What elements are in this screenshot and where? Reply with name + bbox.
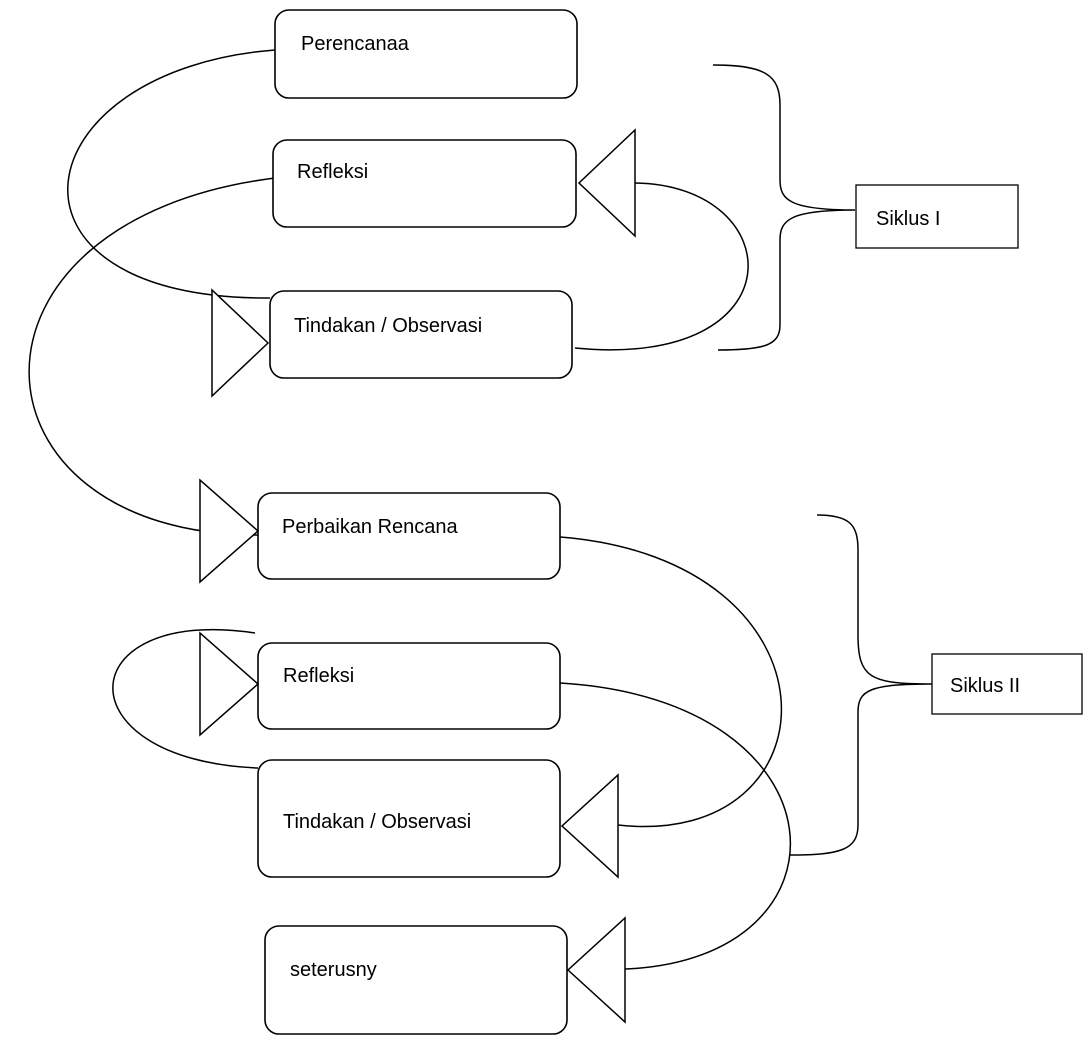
bracket-siklus-1 <box>712 64 856 351</box>
connector-reflect2-to-next <box>559 682 791 970</box>
arrowhead-into-tindakan-1 <box>211 288 270 398</box>
step-box-refleksi-2: Refleksi <box>257 642 561 730</box>
arrowhead-into-seterusnya <box>566 916 626 1024</box>
cycle-label-siklus-1-text: Siklus I <box>876 208 940 230</box>
connector-plan2-to-act2 <box>559 536 783 828</box>
connector-reflect1-to-plan2 <box>28 177 276 536</box>
step-box-tindakan-2: Tindakan / Observasi <box>257 759 561 878</box>
cycle-label-siklus-2-text: Siklus II <box>950 675 1020 697</box>
arrowhead-into-refleksi-2 <box>199 631 260 737</box>
step-label-refleksi-2: Refleksi <box>283 665 354 687</box>
bracket-siklus-2 <box>789 514 933 856</box>
connector-act2-to-reflect2 <box>112 628 259 769</box>
step-box-tindakan-1: Tindakan / Observasi <box>269 290 573 379</box>
step-label-refleksi-1: Refleksi <box>297 161 368 183</box>
step-label-seterusnya: seterusny <box>290 959 377 981</box>
step-box-seterusnya: seterusny <box>264 925 568 1035</box>
arrowhead-into-refleksi-1 <box>577 128 636 238</box>
cycle-label-siklus-1: Siklus I <box>855 184 1019 249</box>
cycle-label-siklus-2: Siklus II <box>931 653 1083 715</box>
step-label-tindakan-2: Tindakan / Observasi <box>283 811 471 833</box>
step-box-refleksi-1: Refleksi <box>272 139 577 228</box>
step-label-tindakan-1: Tindakan / Observasi <box>294 315 482 337</box>
step-box-perbaikan-rencana: Perbaikan Rencana <box>257 492 561 580</box>
connector-act1-to-reflect1 <box>574 182 749 351</box>
connector-plan1-to-act1 <box>67 49 276 299</box>
step-label-perbaikan-rencana: Perbaikan Rencana <box>282 516 459 538</box>
step-label-perencanaan: Perencanaa <box>301 33 410 55</box>
arrowhead-into-tindakan-2 <box>560 773 619 879</box>
step-box-perencanaan: Perencanaa <box>274 9 578 99</box>
arrowhead-into-perbaikan-rencana <box>199 478 260 584</box>
